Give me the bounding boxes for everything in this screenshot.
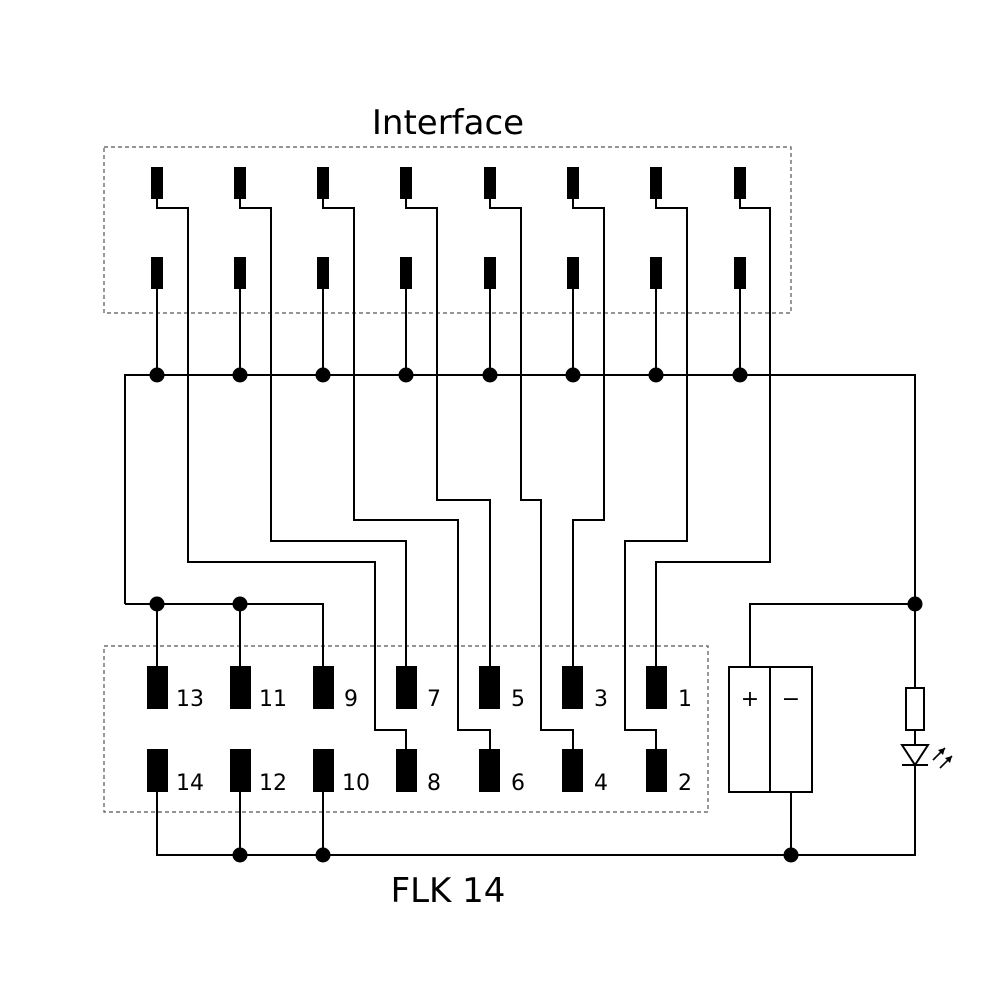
signal-wire bbox=[655, 199, 771, 682]
junction-dots bbox=[149, 367, 923, 863]
pin-label-4: 4 bbox=[594, 771, 608, 796]
power-terminal: + − bbox=[728, 666, 813, 793]
connector-pin-4 bbox=[562, 749, 583, 792]
connector-pin-7 bbox=[396, 666, 417, 709]
junction-dot bbox=[732, 367, 748, 383]
interface-contact bbox=[650, 257, 662, 289]
connector-even-row: 14 12 10 8 6 4 2 bbox=[147, 749, 692, 796]
pin-label-9: 9 bbox=[344, 687, 358, 712]
status-indicator bbox=[900, 687, 953, 769]
junction-dot bbox=[648, 367, 664, 383]
interface-contact bbox=[567, 167, 579, 199]
connector-pin-6 bbox=[479, 749, 500, 792]
junction-dot bbox=[232, 847, 248, 863]
interface-title: Interface bbox=[372, 103, 524, 143]
connector-pin-13 bbox=[147, 666, 168, 709]
connector-pin-2 bbox=[646, 749, 667, 792]
supply-plus-wire bbox=[749, 603, 915, 667]
pin-label-11: 11 bbox=[259, 687, 287, 712]
interface-contact bbox=[650, 167, 662, 199]
pin-label-7: 7 bbox=[427, 687, 441, 712]
pin-label-3: 3 bbox=[594, 687, 608, 712]
interface-contact bbox=[317, 167, 329, 199]
connector-pin-10 bbox=[313, 749, 334, 792]
junction-dot bbox=[232, 596, 248, 612]
pin-label-14: 14 bbox=[176, 771, 204, 796]
common-bus-wire bbox=[124, 374, 916, 856]
connector-pin-5 bbox=[479, 666, 500, 709]
common-link-wire bbox=[125, 603, 324, 682]
junction-dot bbox=[315, 847, 331, 863]
interface-contact bbox=[734, 257, 746, 289]
connector-pin-8 bbox=[396, 749, 417, 792]
connector-title: FLK 14 bbox=[391, 871, 506, 911]
connector-pin-14 bbox=[147, 749, 168, 792]
interface-contact bbox=[234, 167, 246, 199]
signal-wire bbox=[239, 199, 407, 682]
pin-label-13: 13 bbox=[176, 687, 204, 712]
signal-wire bbox=[405, 199, 491, 682]
junction-dot bbox=[149, 367, 165, 383]
minus-symbol: − bbox=[782, 687, 800, 712]
interface-contact bbox=[317, 257, 329, 289]
plus-symbol: + bbox=[741, 687, 759, 712]
pin-label-8: 8 bbox=[427, 771, 441, 796]
resistor-icon bbox=[905, 687, 925, 731]
junction-dot bbox=[565, 367, 581, 383]
signal-wire bbox=[156, 199, 407, 765]
interface-box bbox=[103, 146, 792, 314]
connector-pin-1 bbox=[646, 666, 667, 709]
signal-wire bbox=[322, 199, 491, 765]
signal-wire bbox=[489, 199, 574, 765]
pin-label-1: 1 bbox=[678, 687, 692, 712]
junction-dot bbox=[398, 367, 414, 383]
junction-dot bbox=[232, 367, 248, 383]
connector-pin-3 bbox=[562, 666, 583, 709]
interface-contact bbox=[151, 167, 163, 199]
interface-contact bbox=[734, 167, 746, 199]
junction-dot bbox=[907, 596, 923, 612]
connector-pin-12 bbox=[230, 749, 251, 792]
junction-dot bbox=[315, 367, 331, 383]
interface-contact bbox=[234, 257, 246, 289]
junction-dot bbox=[482, 367, 498, 383]
interface-top-contacts bbox=[151, 167, 746, 199]
interface-contact bbox=[484, 257, 496, 289]
connector-odd-row: 13 11 9 7 5 3 1 bbox=[147, 666, 692, 712]
pin-label-6: 6 bbox=[511, 771, 525, 796]
interface-contact bbox=[400, 167, 412, 199]
interface-contact bbox=[400, 257, 412, 289]
connector-pin-9 bbox=[313, 666, 334, 709]
pin-label-2: 2 bbox=[678, 771, 692, 796]
signal-wire bbox=[572, 199, 605, 682]
junction-dot bbox=[149, 596, 165, 612]
junction-dot bbox=[783, 847, 799, 863]
signal-wire bbox=[624, 199, 688, 765]
pin-label-10: 10 bbox=[342, 771, 370, 796]
pin-label-12: 12 bbox=[259, 771, 287, 796]
interface-contact bbox=[151, 257, 163, 289]
connector-pin-11 bbox=[230, 666, 251, 709]
pin-label-5: 5 bbox=[511, 687, 525, 712]
interface-contact bbox=[484, 167, 496, 199]
led-icon bbox=[900, 744, 953, 769]
interface-bottom-contacts bbox=[151, 257, 746, 289]
interface-contact bbox=[567, 257, 579, 289]
